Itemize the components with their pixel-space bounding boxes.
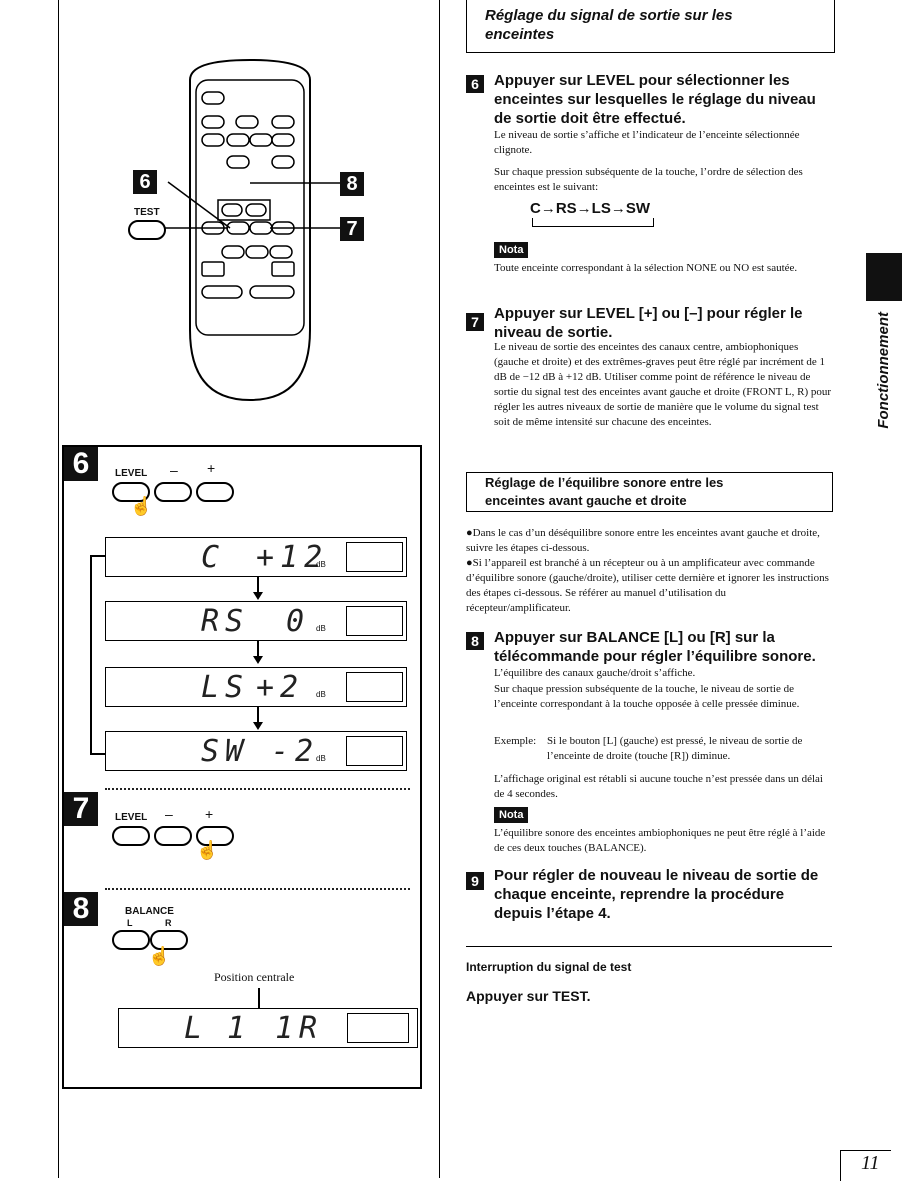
speaker-indicator-icon — [347, 1013, 409, 1043]
step8-paragraph-1: L’équilibre des canaux gauche/droit s’af… — [494, 667, 696, 679]
step7-minus: – — [165, 806, 173, 822]
step7-level-button — [112, 826, 150, 846]
step7-title: Appuyer sur LEVEL [+] ou [–] pour régler… — [494, 305, 803, 341]
example-text: Si le bouton [L] (gauche) est pressé, le… — [547, 735, 803, 762]
speaker-sequence: C→RS→LS→SW — [530, 200, 650, 217]
section1-title-box: Réglage du signal de sortie sur les ence… — [466, 0, 835, 53]
interruption-heading: Interruption du signal de test — [466, 960, 632, 974]
step7-paragraph: Le niveau de sortie des enceintes des ca… — [494, 341, 832, 428]
step8-r-label: R — [165, 918, 172, 928]
step6-paragraph-2: Sur chaque pression subséquente de la to… — [494, 166, 803, 193]
arrow-down-icon — [253, 722, 263, 730]
section2-bullet-1: ●Dans le cas d’un déséquilibre sonore en… — [466, 527, 820, 554]
pressing-hand-icon: ☝ — [196, 840, 219, 860]
speaker-indicator-icon — [346, 606, 403, 636]
step7-minus-button — [154, 826, 192, 846]
side-tab-marker — [866, 253, 902, 301]
step-7-number: 7 — [466, 313, 484, 331]
lcd-display-c: C +12 dB — [105, 537, 407, 577]
step7-plus: + — [205, 806, 214, 822]
step8-paragraph-2: Sur chaque pression subséquente de la to… — [494, 683, 800, 710]
balance-r-button — [150, 930, 188, 950]
speaker-indicator-icon — [346, 736, 403, 766]
step-7-badge: 7 — [64, 792, 98, 826]
step6-plus: + — [207, 460, 216, 476]
nota-badge-2: Nota — [494, 807, 529, 823]
example-label: Exemple: — [494, 735, 537, 747]
speaker-indicator-icon — [346, 672, 403, 702]
steps-illustration-box — [62, 445, 422, 1089]
section1-title: Réglage du signal de sortie sur les ence… — [485, 7, 733, 43]
step6-level-button — [112, 482, 150, 502]
step-6-number: 6 — [466, 75, 484, 93]
step6-minus-button — [154, 482, 192, 502]
step6-minus: – — [170, 462, 178, 478]
nota-badge-1: Nota — [494, 242, 529, 258]
speaker-indicator-icon — [346, 542, 403, 572]
step7-level-label: LEVEL — [115, 812, 148, 823]
left-column — [58, 0, 440, 1178]
arrow-down-icon — [253, 656, 263, 664]
step9-title: Pour régler de nouveau le niveau de sort… — [494, 867, 819, 922]
remote-test-button — [128, 220, 166, 240]
step8-title: Appuyer sur BALANCE [L] ou [R] sur la té… — [494, 629, 816, 665]
step8-l-label: L — [127, 918, 133, 928]
remote-test-label: TEST — [134, 207, 160, 218]
step7-plus-button — [196, 826, 234, 846]
step8-balance-label: BALANCE — [125, 906, 174, 917]
page-number-box: 11 — [840, 1150, 891, 1181]
divider — [466, 946, 832, 947]
section2-title-box: Réglage de l’équilibre sonore entre les … — [466, 472, 833, 512]
step6-paragraph-1: Le niveau de sortie s’affiche et l’indic… — [494, 129, 800, 156]
step8-paragraph-3: L’affichage original est rétabli si aucu… — [494, 773, 823, 800]
section2-title: Réglage de l’équilibre sonore entre les … — [485, 475, 724, 508]
step-8-badge: 8 — [64, 892, 98, 926]
side-tab-label: Fonctionnement — [875, 312, 892, 429]
sequence-return-arrow-icon — [532, 218, 654, 227]
nota-text-1: Toute enceinte correspondant à la sélect… — [494, 262, 798, 274]
balance-l-button — [112, 930, 150, 950]
section2-bullet-2: ●Si l’appareil est branché à un récepteu… — [466, 557, 829, 614]
step6-plus-button — [196, 482, 234, 502]
arrow-down-icon — [253, 592, 263, 600]
lcd-display-sw: SW -2 dB — [105, 731, 407, 771]
pressing-hand-icon: ☝ — [130, 496, 153, 516]
remote-callout-8: 8 — [340, 172, 364, 196]
step-9-number: 9 — [466, 872, 484, 890]
step-8-number: 8 — [466, 632, 484, 650]
interruption-action: Appuyer sur TEST. — [466, 988, 591, 1004]
remote-callout-6: 6 — [133, 170, 157, 194]
step-6-badge: 6 — [64, 447, 98, 481]
lcd-display-rs: RS 0 dB — [105, 601, 407, 641]
lcd-display-balance: L 1 1 R — [118, 1008, 418, 1048]
pressing-hand-icon: ☝ — [148, 946, 171, 966]
position-centrale-label: Position centrale — [214, 970, 295, 984]
nota-text-2: L’équilibre sonore des enceintes ambioph… — [494, 827, 826, 854]
lcd-display-ls: LS +2 dB — [105, 667, 407, 707]
remote-control-illustration — [154, 58, 340, 402]
page-number: 11 — [861, 1152, 880, 1174]
step6-title: Appuyer sur LEVEL pour sélectionner les … — [494, 72, 816, 127]
step6-level-label: LEVEL — [115, 468, 148, 479]
loop-arrow-icon — [90, 555, 106, 755]
remote-callout-7: 7 — [340, 217, 364, 241]
